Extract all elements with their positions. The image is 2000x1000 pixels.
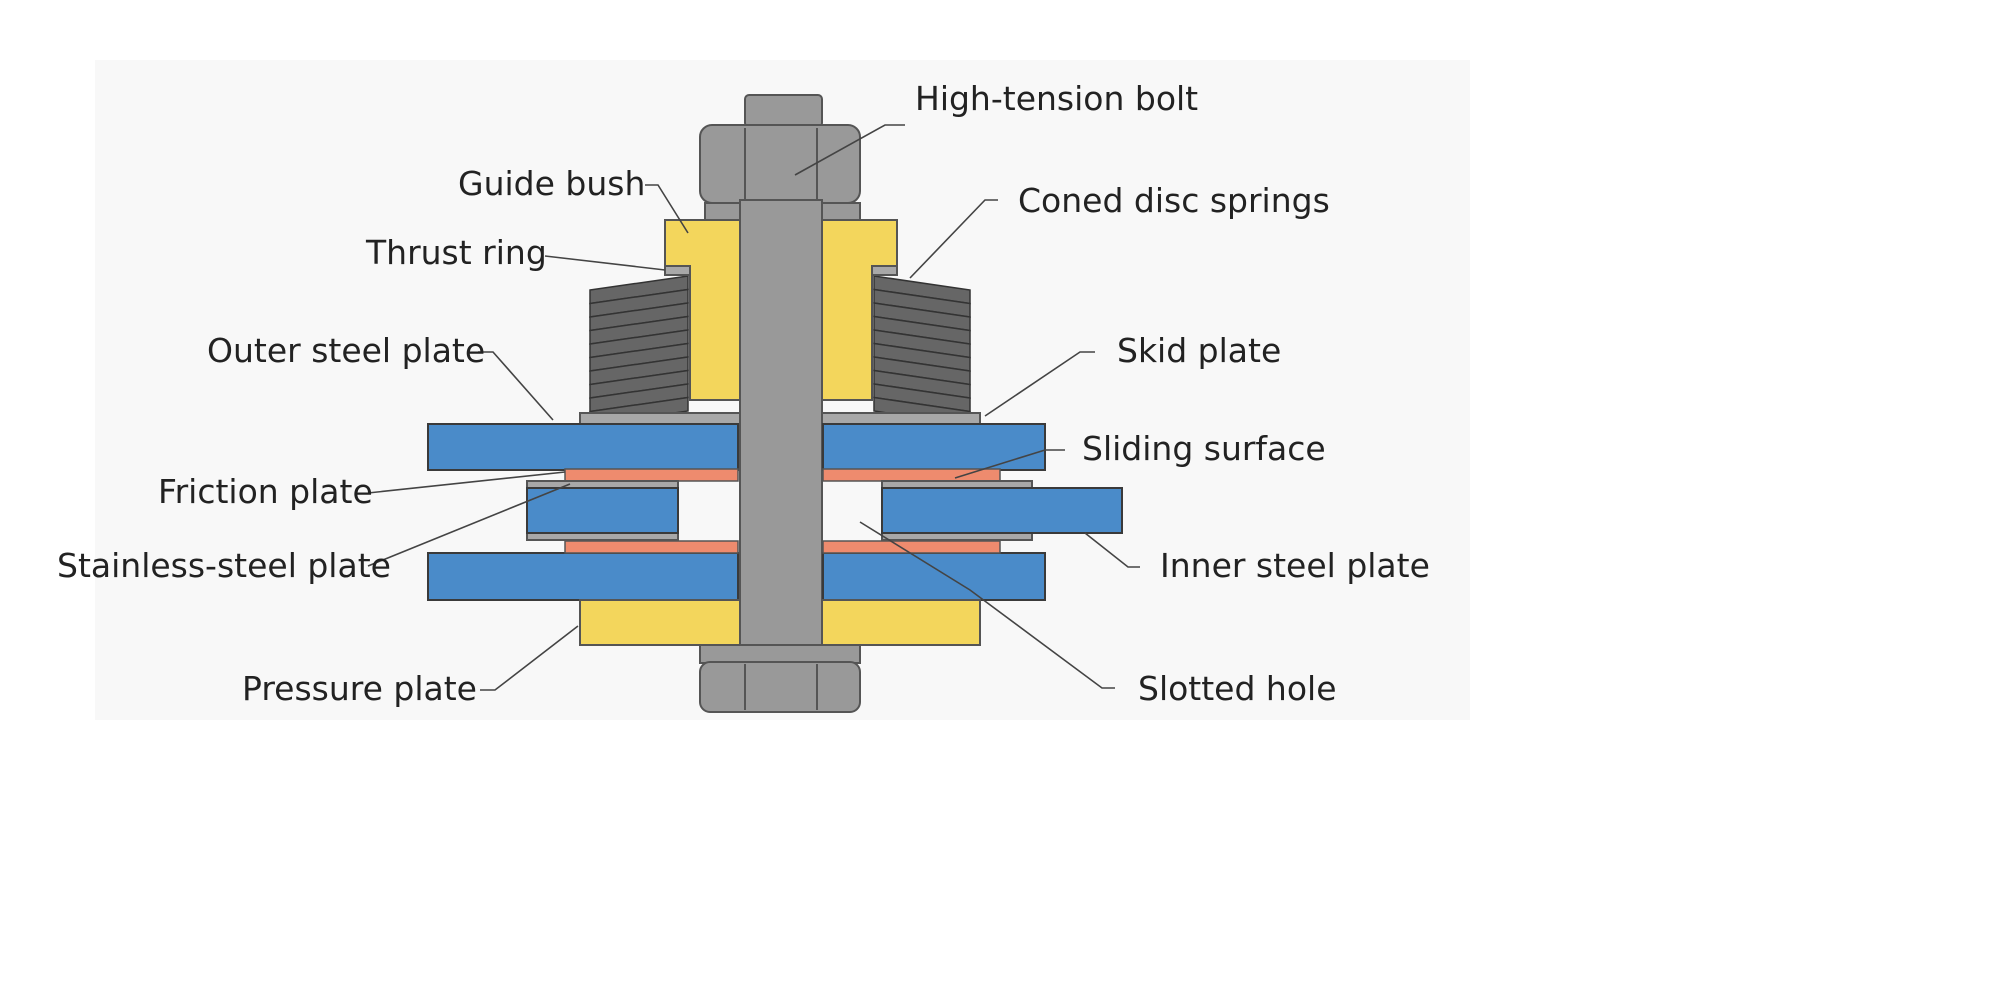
label-slotted-hole: Slotted hole (1138, 669, 1337, 708)
label-high-tension-bolt: High-tension bolt (915, 79, 1198, 118)
label-thrust-ring: Thrust ring (365, 233, 547, 272)
inner-steel-plate (526, 487, 1123, 534)
thrust-ring (664, 265, 898, 276)
label-friction-plate: Friction plate (158, 472, 373, 511)
label-pressure-plate: Pressure plate (242, 669, 477, 708)
label-skid-plate: Skid plate (1117, 331, 1281, 370)
friction-plate (564, 468, 1001, 554)
high-tension-bolt (699, 94, 861, 713)
pressure-plate (579, 599, 981, 646)
coned-disc-springs (589, 275, 971, 426)
label-inner-steel-plate: Inner steel plate (1160, 546, 1430, 585)
label-sliding-surface: Sliding surface (1082, 429, 1326, 468)
label-coned-disc-springs: Coned disc springs (1018, 181, 1330, 220)
label-outer-steel-plate: Outer steel plate (207, 331, 485, 370)
label-guide-bush: Guide bush (458, 164, 645, 203)
label-stainless-steel-plate: Stainless-steel plate (57, 546, 391, 585)
leader-lines (367, 124, 1140, 691)
